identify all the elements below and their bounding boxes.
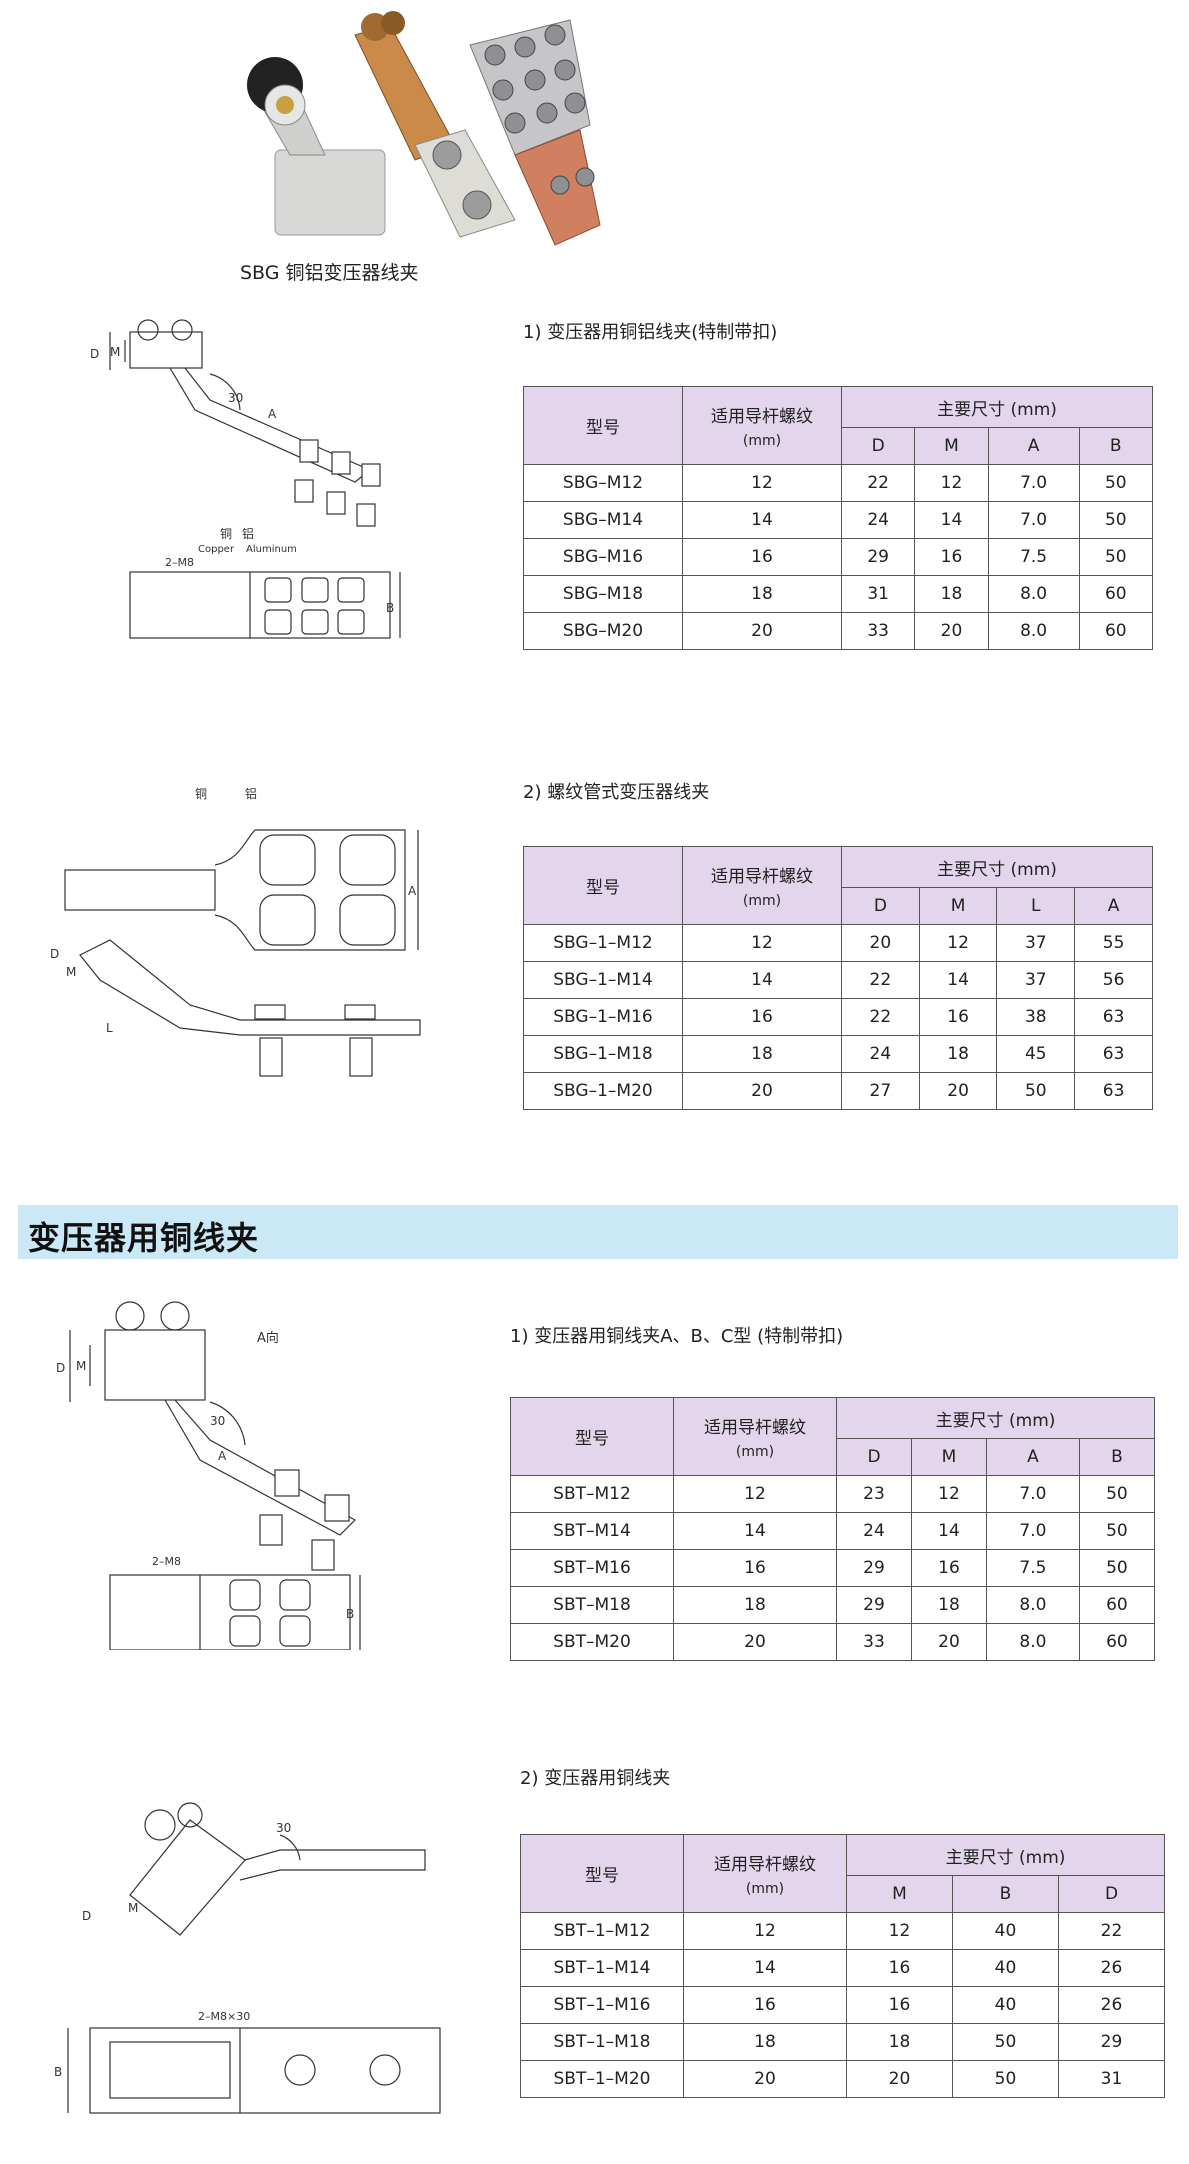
header-dim-col: M — [914, 427, 989, 465]
label-aluminum-cn: 铝 — [245, 786, 257, 801]
dim-label-a: A — [268, 407, 277, 421]
diagram-sbt-1: 30 M D 2–M8×30 B — [54, 1802, 441, 2114]
dim-label-m: M — [128, 1901, 138, 1915]
clamp-photo-aluminum — [247, 57, 386, 236]
dim-label-b: B — [386, 601, 394, 615]
header-thread: 适用导杆螺纹(mm) — [673, 1397, 837, 1476]
photo-caption: SBG 铜铝变压器线夹 — [240, 262, 419, 284]
header-dim-col: A — [985, 1438, 1080, 1476]
label-bolt: 2–M8 — [165, 556, 194, 569]
header-dim-col: D — [836, 1438, 912, 1476]
header-dim-col: M — [910, 1438, 987, 1476]
header-model: 型号 — [510, 1397, 674, 1476]
header-dim-col: D — [841, 887, 920, 925]
table-3-caption: 1) 变压器用铜线夹A、B、C型 (特制带扣) — [510, 1326, 844, 1347]
product-photo — [247, 11, 601, 246]
dim-label-d: D — [56, 1361, 65, 1375]
diagram-sbg-1: 铜 铝 A D M L — [50, 786, 421, 1077]
label-aluminum-cn: 铝 — [242, 526, 254, 541]
section-title: 变压器用铜线夹 — [28, 1219, 260, 1257]
dim-label-d: D — [50, 947, 59, 961]
label-copper-cn: 铜 — [195, 786, 207, 801]
header-dim-col: A — [987, 427, 1080, 465]
diagram-sbg: D M 30 A 铜 铝 Copper Aluminum 2–M8 B — [90, 319, 401, 639]
dim-label-m: M — [76, 1359, 86, 1373]
label-aluminum-en: Aluminum — [246, 544, 297, 555]
header-dim-col: B — [1078, 1438, 1156, 1476]
header-dim-col: M — [918, 887, 998, 925]
table-4-caption: 2) 变压器用铜线夹 — [520, 1768, 671, 1789]
header-dim-col: B — [1078, 427, 1154, 465]
header-model: 型号 — [523, 846, 683, 925]
label-bolt: 2–M8 — [152, 1555, 181, 1568]
dim-label-l: L — [106, 1021, 113, 1035]
dim-label-angle: 30 — [210, 1414, 225, 1428]
dim-label-m: M — [66, 965, 76, 979]
label-copper-en: Copper — [198, 544, 235, 555]
header-dim-col: M — [846, 1875, 953, 1913]
table-2-caption: 2) 螺纹管式变压器线夹 — [523, 782, 710, 803]
header-dims: 主要尺寸 (mm) — [841, 386, 1153, 428]
header-dim-col: L — [996, 887, 1076, 925]
dim-label-angle: 30 — [276, 1821, 291, 1835]
dim-label-a: A — [408, 884, 417, 898]
dim-label-d: D — [90, 347, 99, 361]
header-dim-col: D — [840, 427, 916, 465]
header-thread: 适用导杆螺纹(mm) — [682, 386, 842, 465]
header-dims: 主要尺寸 (mm) — [846, 1834, 1165, 1876]
header-thread: 适用导杆螺纹(mm) — [682, 846, 842, 925]
dim-label-b: B — [54, 2065, 62, 2079]
header-model: 型号 — [520, 1834, 684, 1913]
header-dims: 主要尺寸 (mm) — [841, 846, 1153, 888]
diagram-sbt: D M A向 30 A 2–M8 B — [56, 1301, 361, 1650]
label-copper-cn: 铜 — [220, 526, 232, 541]
clamp-photo-copper-aluminum — [354, 11, 516, 238]
header-model: 型号 — [523, 386, 683, 465]
dim-label-m: M — [110, 345, 120, 359]
section-band: 变压器用铜线夹 — [18, 1205, 1178, 1259]
header-dim-col: B — [952, 1875, 1059, 1913]
header-dim-col: D — [1058, 1875, 1165, 1913]
label-bolt: 2–M8×30 — [198, 2010, 250, 2023]
dim-label-angle: 30 — [228, 391, 243, 405]
clamp-photo-multi-bolt — [469, 19, 601, 246]
header-thread: 适用导杆螺纹(mm) — [683, 1834, 847, 1913]
table-1-caption: 1) 变压器用铜铝线夹(特制带扣) — [523, 322, 778, 343]
spec-table-sbg-1: 型号 适用导杆螺纹(mm) 主要尺寸 (mm) D M L A SBG–1–M1… — [523, 846, 1153, 1110]
header-dim-col: A — [1074, 887, 1153, 925]
dim-label-a: A — [218, 1449, 227, 1463]
dim-label-d: D — [82, 1909, 91, 1923]
header-dims: 主要尺寸 (mm) — [836, 1397, 1155, 1439]
label-a-direction: A向 — [257, 1330, 279, 1346]
dim-label-b: B — [346, 1607, 354, 1621]
